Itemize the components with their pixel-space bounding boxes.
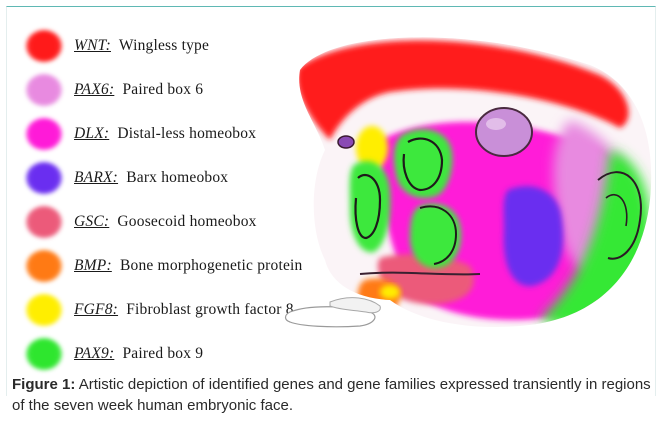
gene-symbol: FGF8: bbox=[74, 301, 118, 318]
legend-item-bmp: BMP: Bone morphogenetic protein bbox=[26, 248, 303, 284]
gene-symbol: PAX6: bbox=[74, 81, 114, 98]
gene-name: Fibroblast growth factor 8 bbox=[126, 301, 294, 318]
nasal-bump bbox=[338, 136, 354, 148]
legend-swatch-wnt bbox=[26, 30, 62, 62]
legend-swatch-barx bbox=[26, 162, 62, 194]
gene-name: Distal-less homeobox bbox=[117, 125, 256, 142]
legend-label-barx: BARX: Barx homeobox bbox=[74, 169, 228, 187]
gene-name: Paired box 6 bbox=[122, 81, 203, 98]
fgf8-region-lower bbox=[380, 285, 400, 299]
legend-swatch-fgf8 bbox=[26, 294, 62, 326]
legend-item-barx: BARX: Barx homeobox bbox=[26, 160, 228, 196]
legend-swatch-dlx bbox=[26, 118, 62, 150]
legend-label-dlx: DLX: Distal-less homeobox bbox=[74, 125, 256, 143]
embryonic-face-illustration bbox=[270, 30, 656, 330]
legend-label-bmp: BMP: Bone morphogenetic protein bbox=[74, 257, 303, 275]
caption-label: Figure 1: bbox=[12, 376, 75, 393]
legend-label-pax6: PAX6: Paired box 6 bbox=[74, 81, 203, 99]
eye-bulge bbox=[476, 108, 532, 156]
legend-item-gsc: GSC: Goosecoid homeobox bbox=[26, 204, 257, 240]
legend-item-wnt: WNT: Wingless type bbox=[26, 28, 209, 64]
legend-item-pax6: PAX6: Paired box 6 bbox=[26, 72, 203, 108]
eye-highlight bbox=[486, 118, 506, 130]
legend-item-dlx: DLX: Distal-less homeobox bbox=[26, 116, 256, 152]
gene-symbol: DLX: bbox=[74, 125, 109, 142]
legend-item-fgf8: FGF8: Fibroblast growth factor 8 bbox=[26, 292, 294, 328]
legend-label-fgf8: FGF8: Fibroblast growth factor 8 bbox=[74, 301, 294, 319]
legend-swatch-bmp bbox=[26, 250, 62, 282]
gene-symbol: WNT: bbox=[74, 37, 111, 54]
legend-swatch-pax6 bbox=[26, 74, 62, 106]
legend-label-wnt: WNT: Wingless type bbox=[74, 37, 209, 55]
caption-text: Artistic depiction of identified genes a… bbox=[12, 376, 651, 414]
legend-item-pax9: PAX9: Paired box 9 bbox=[26, 336, 203, 372]
pax9-region-maxillary bbox=[410, 204, 461, 268]
barx-region bbox=[504, 186, 563, 286]
gene-name: Paired box 9 bbox=[122, 345, 203, 362]
legend-swatch-pax9 bbox=[26, 338, 62, 370]
gene-symbol: PAX9: bbox=[74, 345, 114, 362]
legend-swatch-gsc bbox=[26, 206, 62, 238]
gene-name: Barx homeobox bbox=[126, 169, 228, 186]
legend-label-pax9: PAX9: Paired box 9 bbox=[74, 345, 203, 363]
legend-label-gsc: GSC: Goosecoid homeobox bbox=[74, 213, 257, 231]
gene-symbol: BMP: bbox=[74, 257, 112, 274]
gene-name: Goosecoid homeobox bbox=[117, 213, 256, 230]
gene-symbol: GSC: bbox=[74, 213, 109, 230]
gene-symbol: BARX: bbox=[74, 169, 118, 186]
figure-caption: Figure 1: Artistic depiction of identifi… bbox=[12, 374, 652, 416]
gene-name: Wingless type bbox=[119, 37, 209, 54]
